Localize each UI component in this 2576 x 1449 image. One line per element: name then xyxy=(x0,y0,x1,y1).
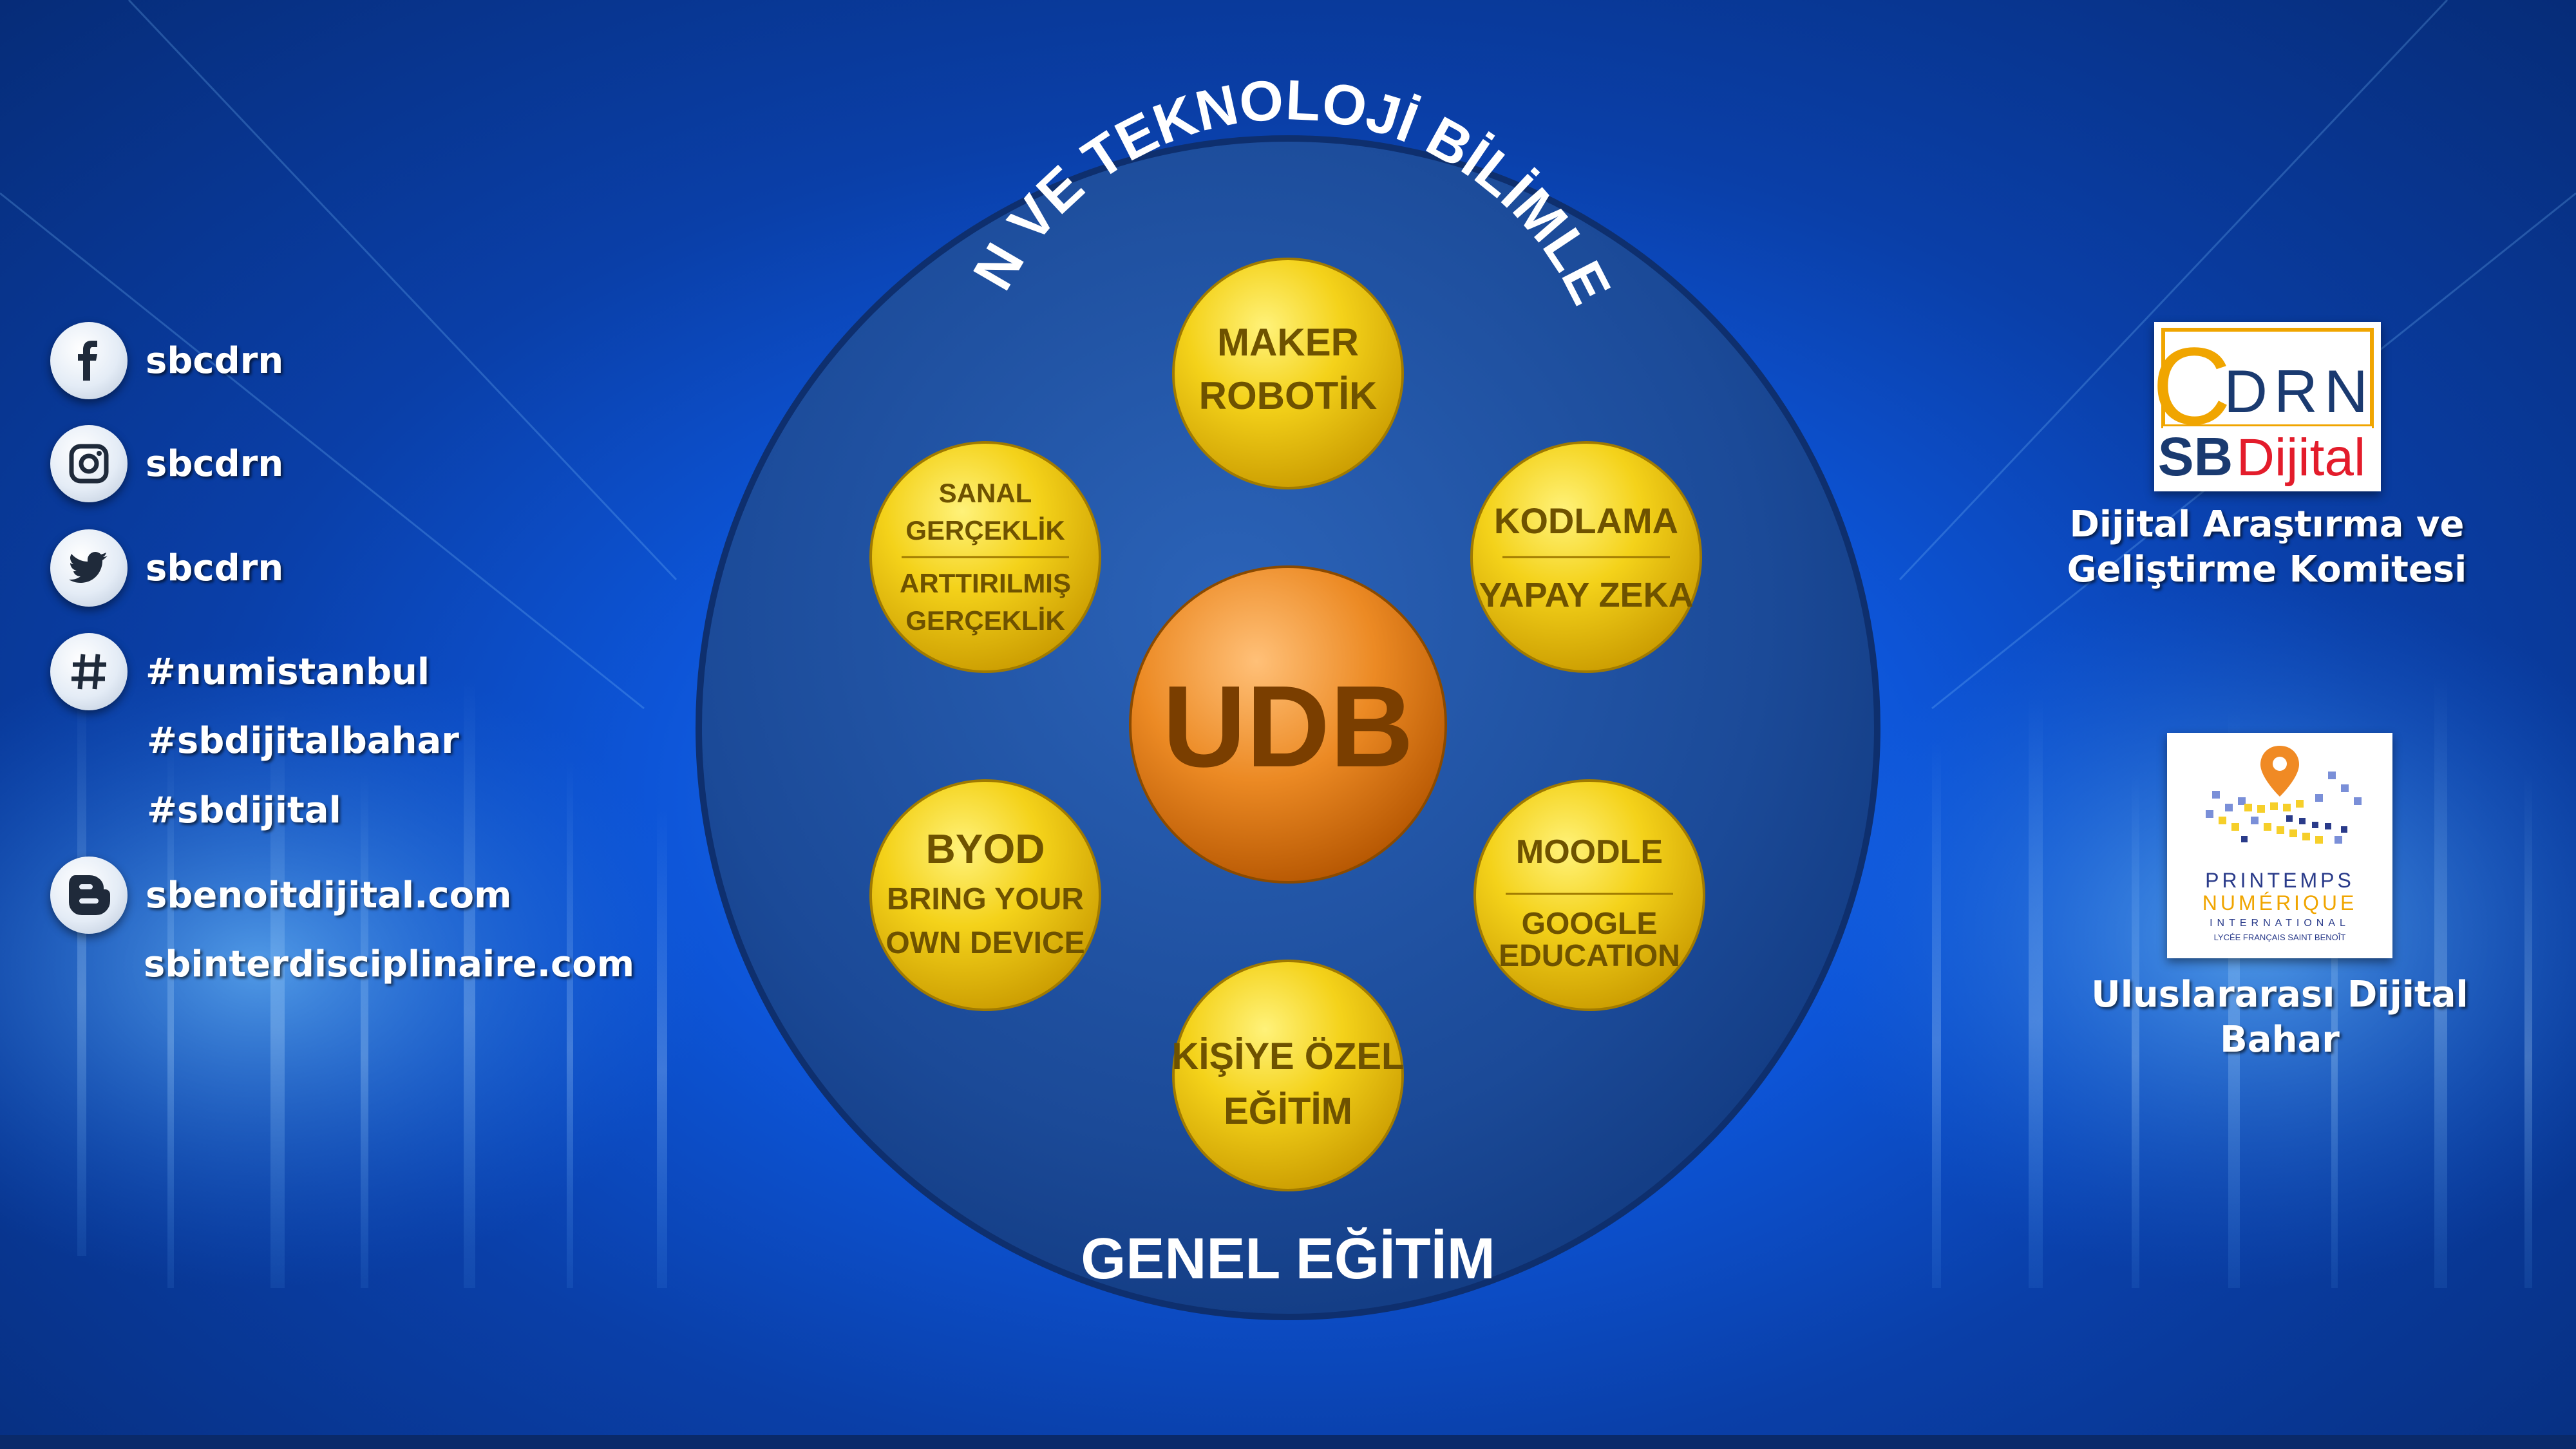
svg-text:DRN: DRN xyxy=(2224,357,2374,425)
bottom-strip xyxy=(0,1435,2576,1449)
instagram-handle: sbcdrn xyxy=(146,442,284,485)
hashtag-1[interactable]: #numistanbul xyxy=(146,650,430,693)
cdrn-sbdijital-logo: C DRN SB Dijital xyxy=(2152,322,2381,491)
instagram-icon xyxy=(50,425,128,502)
svg-text:ROBOTİK: ROBOTİK xyxy=(1199,374,1378,417)
hashtags: #numistanbul xyxy=(50,633,430,710)
node-byod: BYOD BRING YOUR OWN DEVICE xyxy=(869,779,1101,1011)
website-1[interactable]: sbenoitdijital.com xyxy=(146,874,512,916)
node-sanal-arttirilmis-gerceklik: SANAL GERÇEKLİK ARTTIRILMIŞ GERÇEKLİK xyxy=(869,441,1101,673)
svg-text:EDUCATION: EDUCATION xyxy=(1499,939,1680,973)
node-kodlama-yapay-zeka: KODLAMA YAPAY ZEKA xyxy=(1470,441,1702,673)
svg-text:SANAL: SANAL xyxy=(939,478,1032,508)
center-label: UDB xyxy=(1162,662,1414,791)
map-pin-icon xyxy=(2260,746,2299,797)
twitter-icon xyxy=(50,529,128,607)
cdrn-logo-graphic: C DRN SB Dijital xyxy=(2152,322,2381,491)
svg-text:ARTTIRILMIŞ: ARTTIRILMIŞ xyxy=(900,568,1071,598)
svg-text:KİŞİYE ÖZEL: KİŞİYE ÖZEL xyxy=(1172,1036,1405,1077)
svg-text:MAKER: MAKER xyxy=(1217,321,1359,364)
center-node-udb: UDB xyxy=(1129,565,1447,884)
svg-text:OWN DEVICE: OWN DEVICE xyxy=(886,926,1084,960)
svg-text:EĞİTİM: EĞİTİM xyxy=(1224,1090,1352,1132)
website-link-1[interactable]: sbenoitdijital.com xyxy=(50,857,511,934)
svg-text:INTERNATIONAL: INTERNATIONAL xyxy=(2210,918,2350,929)
twitter-link[interactable]: sbcdrn xyxy=(50,529,283,607)
facebook-link[interactable]: sbcdrn xyxy=(50,322,283,399)
svg-text:Dijital: Dijital xyxy=(2237,428,2365,487)
node-maker-robotik: MAKER ROBOTİK xyxy=(1172,258,1404,489)
facebook-handle: sbcdrn xyxy=(146,339,284,382)
svg-text:LYCÉE FRANÇAIS SAINT BENOÎT: LYCÉE FRANÇAIS SAINT BENOÎT xyxy=(2214,933,2346,942)
svg-text:BRING YOUR: BRING YOUR xyxy=(887,882,1084,916)
node-kisiye-ozel-egitim: KİŞİYE ÖZEL EĞİTİM xyxy=(1172,960,1405,1191)
cdrn-caption-line-2: Geliştirme Komitesi xyxy=(2067,549,2467,591)
hashtag-icon xyxy=(50,633,128,710)
svg-text:KODLAMA: KODLAMA xyxy=(1494,500,1678,541)
svg-text:SB: SB xyxy=(2158,426,2233,487)
printemps-numerique-logo: PRINTEMPS NUMÉRIQUE INTERNATIONAL LYCÉE … xyxy=(2167,733,2392,958)
blogger-icon xyxy=(50,857,128,934)
cdrn-caption-line-1: Dijital Araştırma ve xyxy=(2069,504,2465,545)
svg-text:YAPAY ZEKA: YAPAY ZEKA xyxy=(1479,576,1693,614)
website-2[interactable]: sbinterdisciplinaire.com xyxy=(144,943,635,985)
svg-text:NUMÉRIQUE: NUMÉRIQUE xyxy=(2202,891,2358,914)
outer-bottom-label: GENEL EĞİTİM xyxy=(1081,1226,1495,1291)
twitter-handle: sbcdrn xyxy=(146,547,284,589)
svg-text:GERÇEKLİK: GERÇEKLİK xyxy=(905,605,1065,636)
svg-text:GERÇEKLİK: GERÇEKLİK xyxy=(905,515,1065,545)
node-moodle-google-education: MOODLE GOOGLE EDUCATION xyxy=(1473,779,1705,1011)
hashtag-3[interactable]: #sbdijital xyxy=(147,790,341,831)
printemps-logo-graphic: PRINTEMPS NUMÉRIQUE INTERNATIONAL LYCÉE … xyxy=(2202,746,2362,942)
printemps-caption: Uluslararası Dijital Bahar xyxy=(2091,974,2468,1061)
svg-text:BYOD: BYOD xyxy=(926,826,1045,872)
svg-text:MOODLE: MOODLE xyxy=(1516,833,1663,871)
hashtag-2[interactable]: #sbdijitalbahar xyxy=(147,720,459,762)
instagram-link[interactable]: sbcdrn xyxy=(50,425,283,502)
svg-text:PRINTEMPS: PRINTEMPS xyxy=(2205,869,2354,892)
svg-text:GOOGLE: GOOGLE xyxy=(1522,907,1658,941)
facebook-icon xyxy=(50,322,128,399)
cdrn-caption: Dijital Araştırma ve Geliştirme Komitesi xyxy=(2041,502,2492,592)
